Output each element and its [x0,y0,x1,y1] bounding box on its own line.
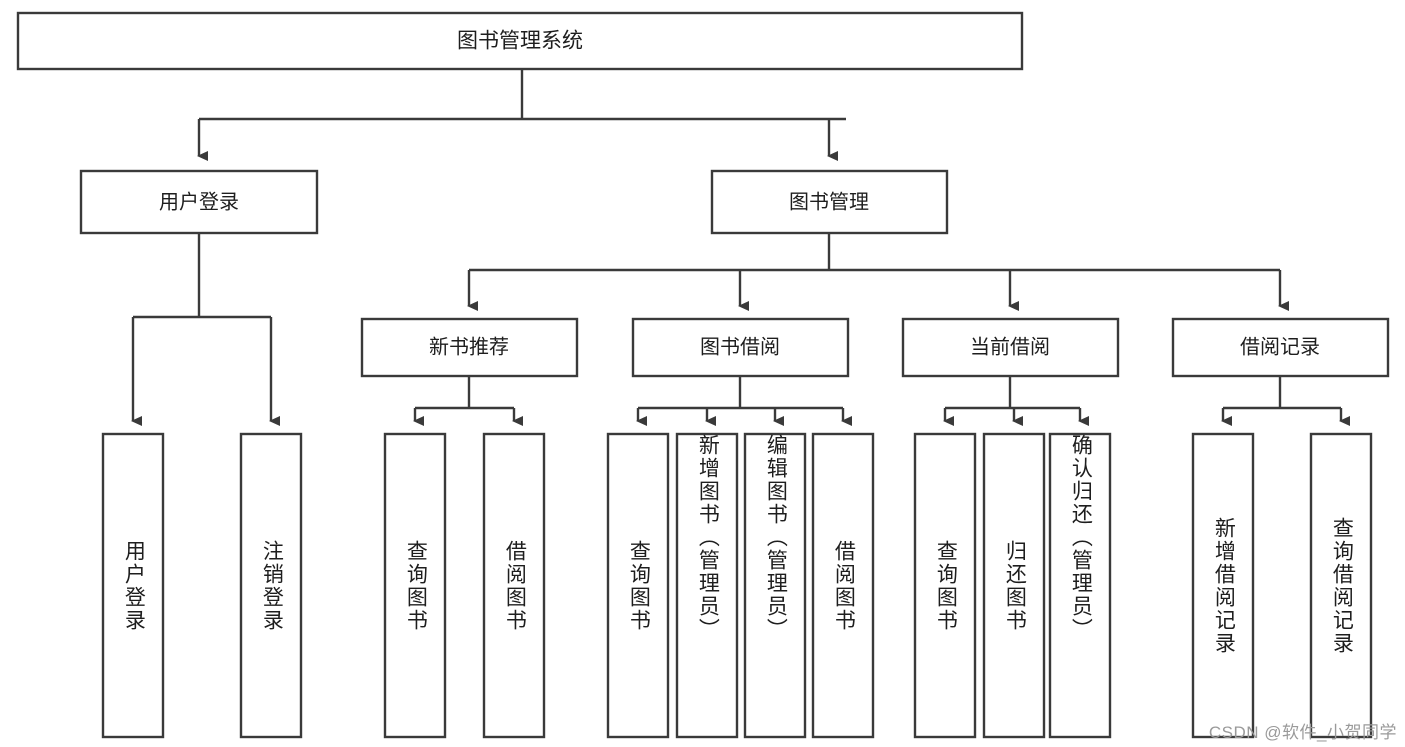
connector-group-borrow-record [1221,376,1350,426]
leaf-box-current-borrow-2[interactable] [982,432,1046,739]
leaf-box-book-borrow-2[interactable] [675,432,739,739]
node-new-book-recommend[interactable]: 新书推荐 [360,317,579,378]
leaf-boxes-new-book-recommend [383,432,546,739]
leaf-box-borrow-record-2[interactable] [1309,432,1373,739]
node-book-borrow-rect [631,317,850,378]
leaf-box-book-borrow-3[interactable] [743,432,807,739]
connector-group-user-login [131,234,280,426]
node-current-borrow-label: 当前借阅 [970,335,1050,358]
node-current-borrow[interactable]: 当前借阅 [901,317,1120,378]
node-root-label: 图书管理系统 [457,30,583,53]
node-book-borrow[interactable]: 图书借阅 [631,317,850,378]
leaf-box-current-borrow-1[interactable] [913,432,977,739]
node-root-book-management-system[interactable]: 图书管理系统 [16,11,1024,71]
node-borrow-record-rect [1171,317,1390,378]
leaf-box-current-borrow-3[interactable] [1048,432,1112,739]
node-book-management-rect [710,169,949,235]
leaf-box-new-book-2[interactable] [482,432,546,739]
node-book-management-label: 图书管理 [789,190,869,213]
connector-group-book-borrow [636,376,852,426]
watermark: CSDN @软件_小贺同学 [1208,723,1397,742]
node-root-rect [16,11,1024,71]
leaf-box-user-login-1[interactable] [101,432,165,739]
node-book-borrow-label: 图书借阅 [700,335,780,358]
leaf-box-new-book-1[interactable] [383,432,447,739]
leaf-boxes-book-borrow [606,432,875,739]
leaf-boxes-user-login [101,432,303,739]
node-borrow-record[interactable]: 借阅记录 [1171,317,1390,378]
node-borrow-record-label: 借阅记录 [1240,335,1320,358]
connector-group-root [197,69,846,161]
connector-group-current-borrow [943,376,1089,426]
connector-group-book-manage [467,234,1289,311]
connector-group-new-book [413,376,523,426]
leaf-boxes-current-borrow [913,432,1112,739]
node-book-management[interactable]: 图书管理 [710,169,949,235]
leaf-box-book-borrow-1[interactable] [606,432,670,739]
node-user-login-label: 用户登录 [159,190,239,213]
leaf-box-book-borrow-4[interactable] [811,432,875,739]
node-current-borrow-rect [901,317,1120,378]
node-new-book-recommend-label: 新书推荐 [429,335,509,358]
node-user-login-rect [79,169,319,235]
node-user-login[interactable]: 用户登录 [79,169,319,235]
node-new-book-recommend-rect [360,317,579,378]
leaf-box-user-login-2[interactable] [239,432,303,739]
leaf-boxes-borrow-record [1191,432,1373,739]
leaf-box-borrow-record-1[interactable] [1191,432,1255,739]
